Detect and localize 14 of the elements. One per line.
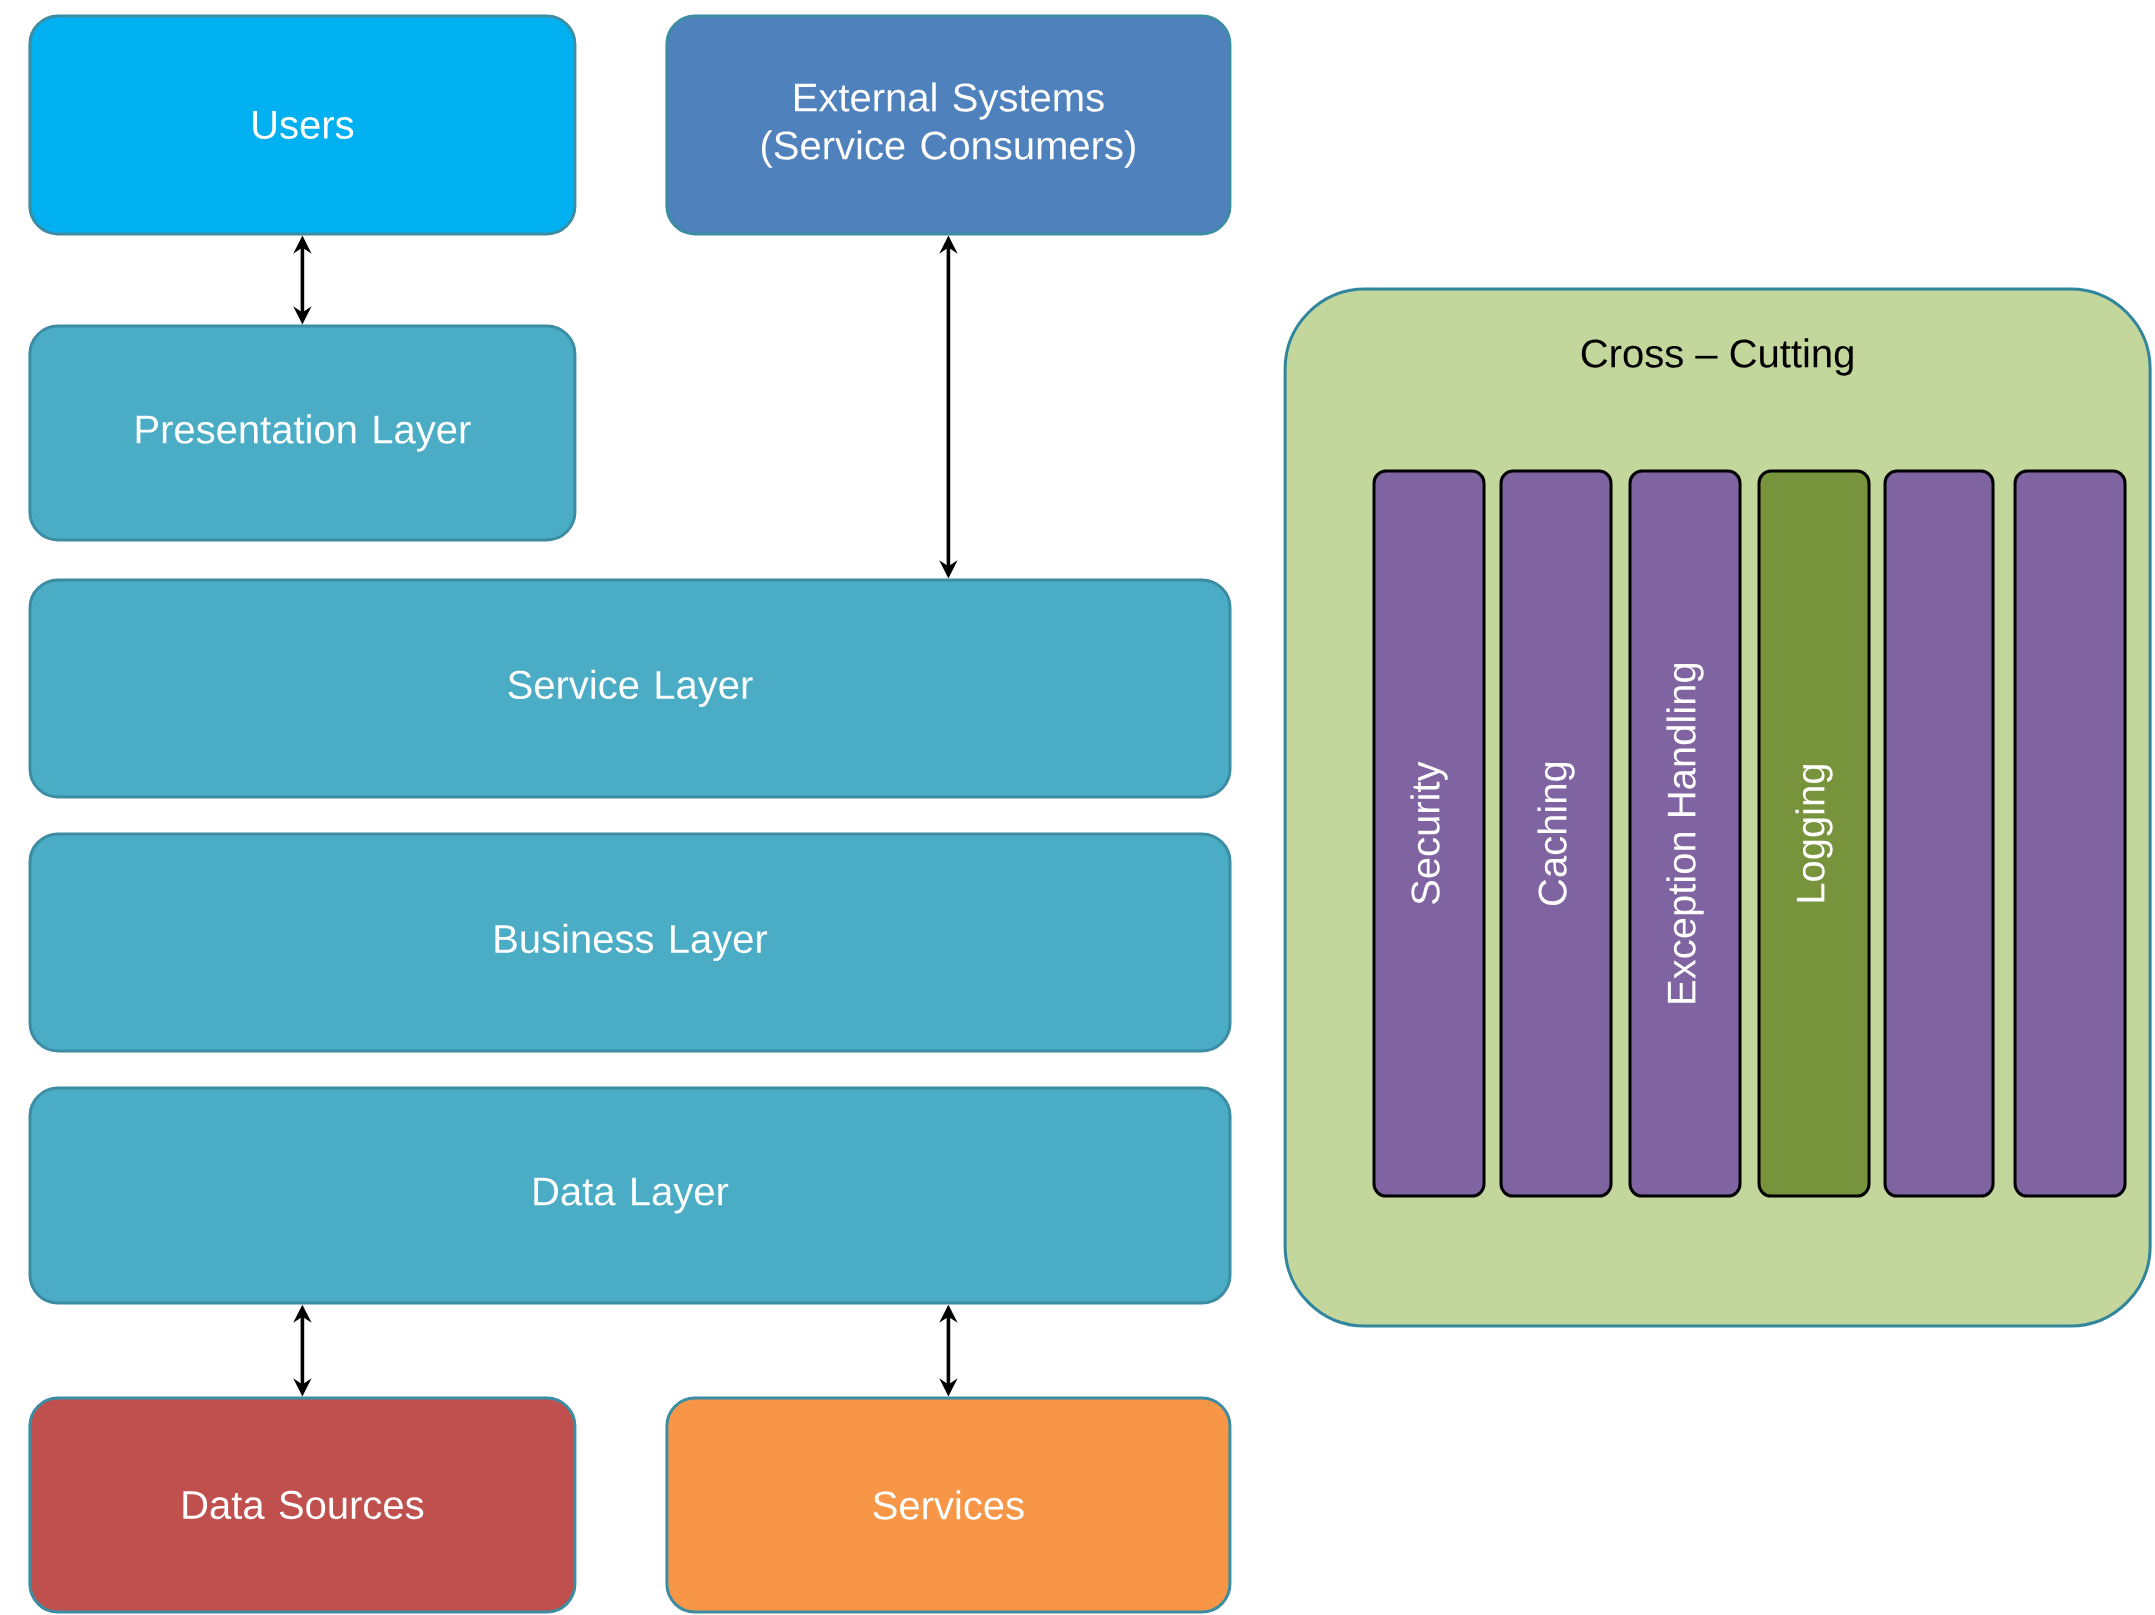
- text-bar: Security: [1372, 469, 1486, 1198]
- text-bar: Logging: [1757, 469, 1871, 1198]
- empty-bar: [1883, 469, 1995, 1198]
- text-bar: Caching: [1499, 469, 1613, 1198]
- layer-box: Data Layer: [28, 1086, 1232, 1305]
- layer-box: Business Layer: [28, 832, 1232, 1053]
- layer-box: Services: [665, 1396, 1232, 1614]
- layer-box: External Systems (Service Consumers): [665, 14, 1232, 236]
- layer-box: Presentation Layer: [28, 324, 577, 542]
- layer-box: Users: [28, 14, 577, 236]
- text-bar: Exception Handling: [1628, 469, 1742, 1198]
- layer-box: Data Sources: [28, 1396, 577, 1614]
- layer-box: Service Layer: [28, 578, 1232, 799]
- empty-bar: [2013, 469, 2127, 1198]
